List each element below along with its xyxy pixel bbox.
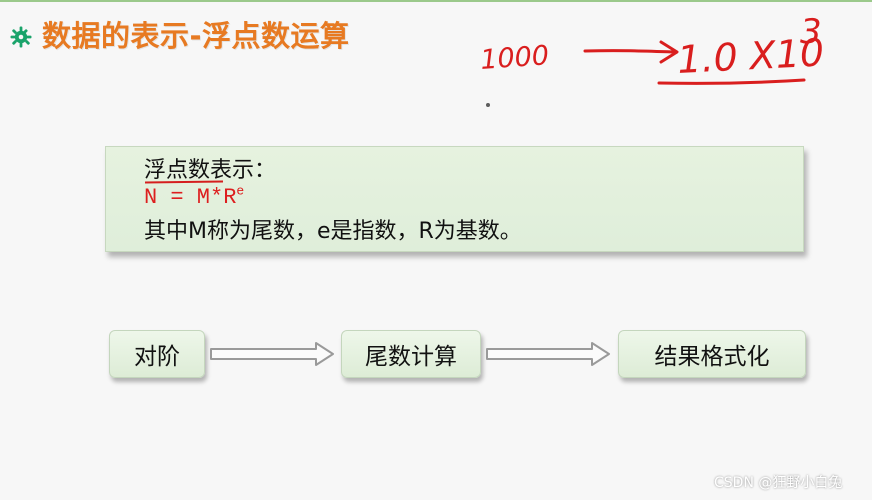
step-mantissa-calculation: 尾数计算 [341,330,481,378]
handwritten-annotation: 1000 1.0 X10 3 [479,12,825,85]
handwritten-result-base: 1.0 X10 [676,30,825,82]
gear-icon [10,26,32,47]
formula-heading: 浮点数表示： [144,158,277,183]
csdn-watermark: CSDN @狂野小白兔 [714,475,843,491]
floating-point-formula-box: 浮点数表示： N = M*Re 其中M称为尾数，e是指数，R为基数。 [105,146,804,252]
handwritten-result-exponent: 3 [800,12,822,52]
formula-exponent: e [236,183,245,199]
formula-description: 其中M称为尾数，e是指数，R为基数。 [144,219,522,244]
process-arrow-2 [486,342,610,366]
handwritten-underline [657,78,806,85]
top-border-line [0,0,872,2]
slide-title: 数据的表示-浮点数运算 [42,19,350,53]
process-arrow-1 [210,342,334,366]
floating-point-formula: N = M*Re [144,183,245,210]
step-align-exponent: 对阶 [109,330,205,378]
formula-base: N = M*R [144,185,237,210]
cursor-dot [486,103,490,107]
handwritten-1000: 1000 [479,40,550,76]
slide-header: 数据的表示-浮点数运算 [10,22,350,51]
handwritten-arrow [583,40,679,64]
step-result-normalization: 结果格式化 [618,330,806,378]
